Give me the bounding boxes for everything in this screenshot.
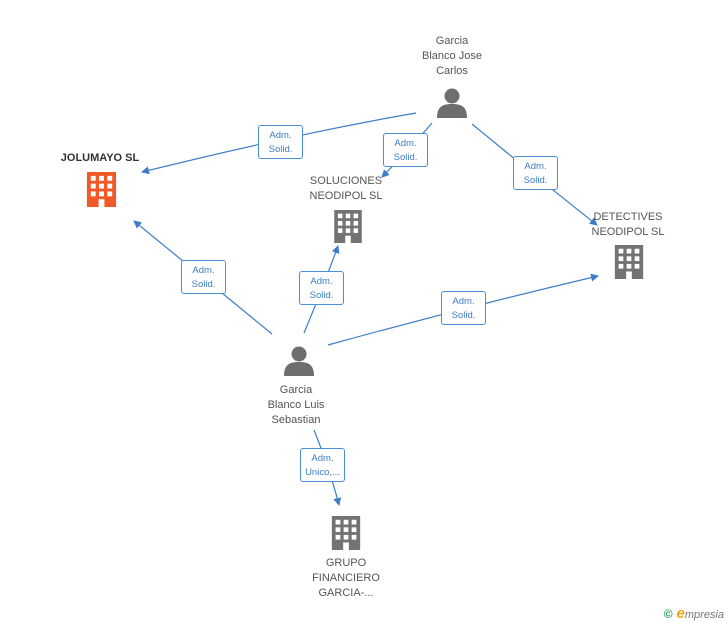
role-badge-garcia_jose-detectives[interactable]: Adm. Solid.	[513, 156, 558, 190]
soluciones-building-icon[interactable]	[334, 210, 362, 243]
detectives-building-icon[interactable]	[614, 245, 644, 279]
role-badge-line1: Adm.	[310, 276, 333, 287]
brand-name: mpresia	[684, 609, 724, 621]
role-badge-line2: Unico,...	[305, 467, 340, 478]
footer-brand: ©empresia	[664, 605, 724, 622]
garcia_jose-person-icon[interactable]	[437, 88, 467, 119]
copyright-icon: ©	[663, 607, 673, 621]
role-badge-line2: Solid.	[191, 279, 216, 290]
role-badge-line1: Adm.	[394, 138, 417, 149]
role-badge-garcia_luis-detectives[interactable]: Adm. Solid.	[441, 291, 486, 325]
role-badge-line1: Adm.	[192, 265, 215, 276]
role-badge-line2: Solid.	[309, 290, 334, 301]
role-badge-line2: Solid.	[451, 310, 476, 321]
nodes-layer	[86, 88, 644, 550]
role-badge-line1: Adm.	[311, 453, 334, 464]
role-badge-line1: Adm.	[524, 161, 547, 172]
role-badge-line2: Solid.	[393, 152, 418, 163]
role-badge-garcia_jose-jolumayo[interactable]: Adm. Solid.	[258, 125, 303, 159]
role-badge-line1: Adm.	[452, 296, 475, 307]
jolumayo-building-icon[interactable]	[86, 172, 117, 207]
node-label-garcia_luis[interactable]: Garcia Blanco Luis Sebastian	[267, 384, 325, 426]
role-badge-line2: Solid.	[523, 175, 548, 186]
role-badge-line2: Solid.	[268, 144, 293, 155]
node-label-soluciones[interactable]: SOLUCIONES NEODIPOL SL	[309, 175, 383, 202]
node-label-jolumayo[interactable]: JOLUMAYO SL	[60, 152, 140, 164]
node-label-garcia_jose[interactable]: Garcia Blanco Jose Carlos	[422, 35, 482, 77]
role-badge-line1: Adm.	[269, 130, 292, 141]
role-badge-garcia_luis-grupo[interactable]: Adm. Unico,...	[300, 448, 345, 482]
role-badge-garcia_jose-soluciones[interactable]: Adm. Solid.	[383, 133, 428, 167]
brand-initial: e	[676, 605, 685, 622]
node-label-detectives[interactable]: DETECTIVES NEODIPOL SL	[591, 211, 665, 238]
role-badge-garcia_luis-jolumayo[interactable]: Adm. Solid.	[181, 260, 226, 294]
grupo-building-icon[interactable]	[331, 516, 361, 550]
role-badge-garcia_luis-soluciones[interactable]: Adm. Solid.	[299, 271, 344, 305]
node-label-grupo[interactable]: GRUPO FINANCIERO GARCIA-...	[312, 557, 380, 599]
garcia_luis-person-icon[interactable]	[284, 346, 314, 377]
